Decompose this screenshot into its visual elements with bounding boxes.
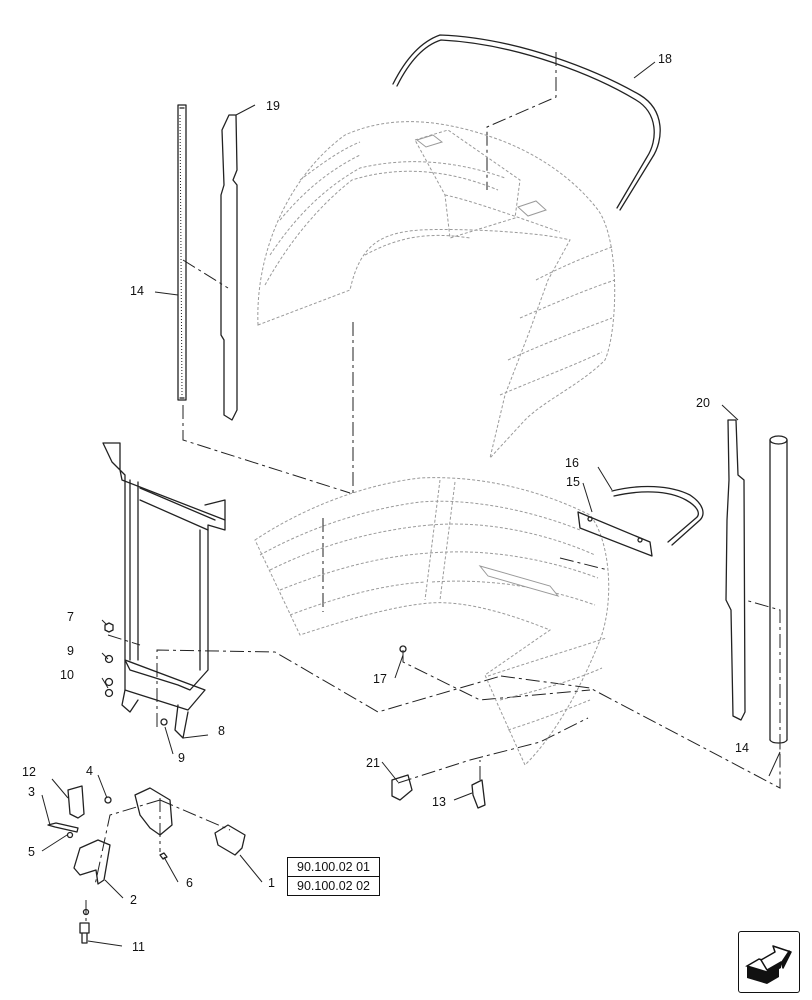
latch-rod[interactable] xyxy=(611,485,704,546)
right-frame-strip[interactable] xyxy=(725,419,746,721)
left-frame-strip[interactable] xyxy=(220,114,238,421)
callout-17[interactable]: 17 xyxy=(373,672,387,686)
top-weather-strip-inner xyxy=(396,39,655,209)
left-seal-strip[interactable] xyxy=(177,104,187,401)
callout-14a[interactable]: 14 xyxy=(130,284,144,298)
callout-12[interactable]: 12 xyxy=(22,765,36,779)
lower-hood-panel[interactable] xyxy=(254,477,610,766)
next-page-arrow-icon[interactable] xyxy=(738,931,800,993)
upper-hood-panel[interactable] xyxy=(257,121,616,460)
support-frame[interactable] xyxy=(102,442,226,739)
callout-10[interactable]: 10 xyxy=(60,668,74,682)
callout-6[interactable]: 6 xyxy=(186,876,193,890)
callout-11[interactable]: 11 xyxy=(132,940,145,954)
callout-2[interactable]: 2 xyxy=(130,893,137,907)
latch-body[interactable] xyxy=(214,824,246,856)
callout-leaders xyxy=(41,61,781,947)
reference-link-2[interactable]: 90.100.02 02 xyxy=(287,876,380,896)
callout-3[interactable]: 3 xyxy=(28,785,35,799)
callout-16[interactable]: 16 xyxy=(565,456,579,470)
callout-numbers: 1 2 3 4 5 6 7 8 9 9 10 11 12 13 14 14 15… xyxy=(22,52,749,954)
hinge-block[interactable] xyxy=(134,787,173,836)
reference-link-1[interactable]: 90.100.02 01 xyxy=(287,857,380,877)
callout-1[interactable]: 1 xyxy=(268,876,275,890)
callout-13[interactable]: 13 xyxy=(432,795,446,809)
top-weather-strip[interactable] xyxy=(392,34,661,211)
callout-8[interactable]: 8 xyxy=(218,724,225,738)
latch-plate[interactable] xyxy=(577,511,653,557)
callout-19[interactable]: 19 xyxy=(266,99,280,113)
bracket-12[interactable] xyxy=(67,785,85,819)
callout-14b[interactable]: 14 xyxy=(735,741,749,755)
callout-7[interactable]: 7 xyxy=(67,610,74,624)
callout-4[interactable]: 4 xyxy=(86,764,93,778)
assembly-center-lines xyxy=(85,52,781,925)
clip-13[interactable] xyxy=(471,779,486,809)
callout-18[interactable]: 18 xyxy=(658,52,672,66)
right-seal-tube[interactable] xyxy=(769,435,788,744)
arrow-graphic xyxy=(745,945,792,984)
callout-15[interactable]: 15 xyxy=(566,475,580,489)
clip-21[interactable] xyxy=(391,774,413,801)
hardware-items xyxy=(47,622,407,944)
callout-9b[interactable]: 9 xyxy=(178,751,185,765)
callout-9a[interactable]: 9 xyxy=(67,644,74,658)
callout-21[interactable]: 21 xyxy=(366,756,380,770)
callout-5[interactable]: 5 xyxy=(28,845,35,859)
bracket-2[interactable] xyxy=(73,839,111,885)
callout-20[interactable]: 20 xyxy=(696,396,710,410)
